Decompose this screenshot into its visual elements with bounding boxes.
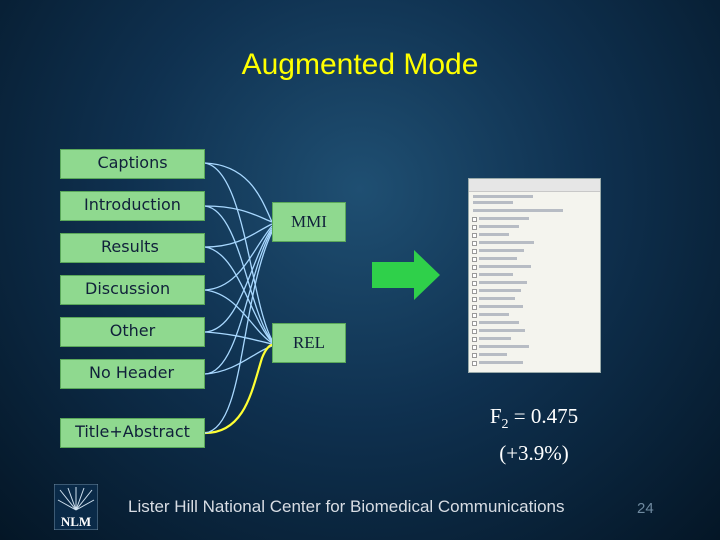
thumbnail-line [479,361,523,364]
method-label: MMI [291,212,327,231]
connector-title-abstract-highlight [204,343,273,435]
connector-captions-rel [204,162,273,341]
thumbnail-checkbox [472,321,477,326]
connector-results-mmi [204,223,273,248]
thumbnail-line [479,281,527,284]
thumbnail-checkbox [472,361,477,366]
method-rel: REL [272,323,346,363]
thumbnail-checkbox [472,329,477,334]
section-captions: Captions [60,149,205,179]
nlm-logo-icon: NLM [53,483,99,531]
method-label: REL [292,333,326,352]
connector-other-rel [204,331,273,345]
thumbnail-line [479,249,524,252]
thumbnail-line [479,217,529,220]
section-title-abstract: Title+Abstract [60,418,205,448]
section-no-header: No Header [60,359,205,389]
method-mmi: MMI [272,202,346,242]
thumbnail-checkbox [472,225,477,230]
connector-results-rel [204,246,273,343]
thumbnail-line [479,233,509,236]
thumbnail-line [479,353,507,356]
thumbnail-checkbox [472,289,477,294]
thumbnail-line [479,313,509,316]
thumbnail-line [473,209,563,212]
thumbnail-line [473,195,533,198]
section-other: Other [60,317,205,347]
f2-score: F2 = 0.475 (+3.9%) [454,402,614,467]
thumbnail-line [479,297,515,300]
thumbnail-checkbox [472,313,477,318]
thumbnail-checkbox [472,297,477,302]
section-introduction: Introduction [60,191,205,221]
thumbnail-line [479,337,511,340]
connector-other-mmi [204,227,273,333]
thumbnail-checkbox [472,273,477,278]
thumbnail-line [479,257,517,260]
thumbnail-line [479,321,519,324]
section-label: Other [109,321,156,340]
thumbnail-checkbox [472,233,477,238]
section-label: No Header [89,363,175,382]
score-improvement: (+3.9%) [499,441,569,466]
thumbnail-line [479,241,534,244]
score-value: = 0.475 [508,404,579,428]
right-arrow-icon [372,250,440,300]
section-label: Discussion [85,279,171,298]
thumbnail-checkbox [472,241,477,246]
thumbnail-checkbox [472,249,477,254]
section-label: Title+Abstract [75,422,190,441]
thumbnail-line [479,305,523,308]
page-number: 24 [637,500,654,517]
thumbnail-checkbox [472,305,477,310]
section-results: Results [60,233,205,263]
section-label: Results [101,237,159,256]
thumbnail-line [479,273,513,276]
section-discussion: Discussion [60,275,205,305]
score-prefix: F [489,404,502,428]
thumbnail-checkbox [472,345,477,350]
thumbnail-line [479,289,521,292]
thumbnail-toolbar [469,179,600,192]
thumbnail-line [473,201,513,204]
thumbnail-line [479,265,531,268]
slide-title: Augmented Mode [241,48,479,81]
connector-noheader-mmi [204,229,273,375]
section-label: Introduction [84,195,181,214]
footer-text: Lister Hill National Center for Biomedic… [128,497,565,516]
section-label: Captions [97,153,168,172]
thumbnail-checkbox [472,265,477,270]
thumbnail-checkbox [472,281,477,286]
thumbnail-checkbox [472,353,477,358]
thumbnail-line [479,345,529,348]
connector-captions-mmi [204,162,273,223]
score-subscript: 2 [501,417,509,433]
connector-title-abstract-mmi [204,231,273,434]
thumbnail-line [479,225,519,228]
interface-screenshot-thumbnail [468,178,601,373]
thumbnail-checkbox [472,257,477,262]
f2-score-line: F2 = 0.475 [454,402,614,439]
connector-intro-rel [204,205,273,342]
thumbnail-checkbox [472,337,477,342]
logo-text: NLM [60,514,92,529]
connector-intro-mmi [204,205,273,223]
thumbnail-checkbox [472,217,477,222]
connector-discussion-rel [204,289,273,344]
thumbnail-line [479,329,525,332]
